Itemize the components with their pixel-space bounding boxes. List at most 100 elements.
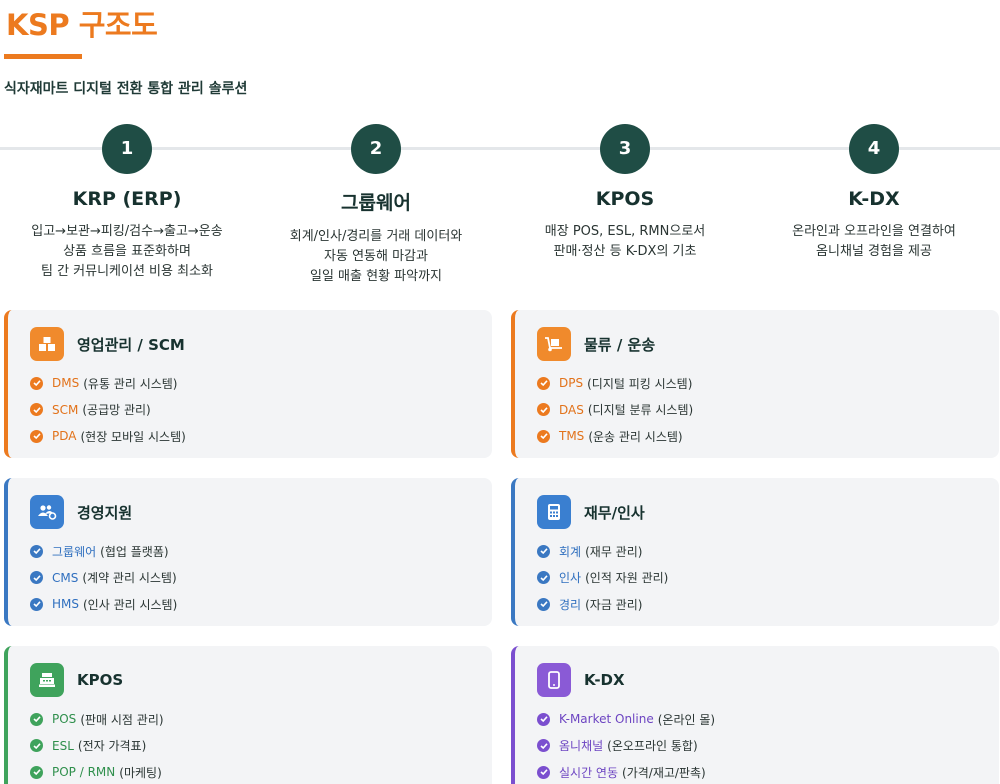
step-1: 1 KRP (ERP) 입고→보관→피킹/검수→출고→운송 상품 흐름을 표준화… xyxy=(2,124,252,282)
cash-register-icon xyxy=(30,663,64,697)
step-3: 3 KPOS 매장 POS, ESL, RMN으로서 판매·정산 등 K-DX의… xyxy=(500,124,750,262)
item-desc: (판매 시점 관리) xyxy=(80,712,164,727)
check-icon xyxy=(537,429,550,443)
card-title: K-DX xyxy=(584,671,625,689)
item-term: DMS xyxy=(52,376,80,391)
card-logistics: 물류 / 운송 DPS(디지털 피킹 시스템) DAS(디지털 분류 시스템) … xyxy=(511,310,999,458)
card-finance-hr: 재무/인사 회계(재무 관리) 인사(인적 자원 관리) 경리(자금 관리) xyxy=(511,478,999,626)
check-icon xyxy=(537,597,550,611)
step-number: 1 xyxy=(102,124,152,174)
step-number: 2 xyxy=(351,124,401,174)
card-title: 재무/인사 xyxy=(584,503,645,522)
step-desc-line: 온라인과 오프라인을 연결하여 xyxy=(792,224,956,239)
step-description: 회계/인사/경리를 거래 데이터와 자동 연동해 마감과 일일 매출 현황 파악… xyxy=(251,227,501,287)
check-icon xyxy=(30,571,43,585)
boxes-icon xyxy=(30,327,64,361)
item-term: HMS xyxy=(52,597,79,612)
step-description: 매장 POS, ESL, RMN으로서 판매·정산 등 K-DX의 기초 xyxy=(500,222,750,262)
item-desc: (인사 관리 시스템) xyxy=(83,597,178,612)
card-title: KPOS xyxy=(77,671,124,689)
check-icon xyxy=(537,571,550,585)
list-item: 실시간 연동(가격/재고/판촉) xyxy=(537,759,999,784)
item-desc: (전자 가격표) xyxy=(77,739,147,754)
item-term: TMS xyxy=(559,429,585,444)
list-item: SCM(공급망 관리) xyxy=(30,397,492,424)
item-desc: (온오프라인 통합) xyxy=(607,739,698,754)
item-term: K-Market Online xyxy=(559,712,654,727)
check-icon xyxy=(537,739,550,753)
step-desc-line: 입고→보관→피킹/검수→출고→운송 xyxy=(31,224,223,239)
item-desc: (마케팅) xyxy=(119,765,162,780)
step-desc-line: 팀 간 커뮤니케이션 비용 최소화 xyxy=(40,264,213,279)
step-desc-line: 상품 흐름을 표준화하며 xyxy=(63,244,191,259)
check-icon xyxy=(30,765,43,779)
step-desc-line: 옴니채널 경험을 제공 xyxy=(816,244,932,259)
check-icon xyxy=(537,765,550,779)
check-icon xyxy=(537,376,550,390)
item-term: SCM xyxy=(52,402,79,417)
item-term: 경리 xyxy=(559,597,582,612)
list-item: PDA(현장 모바일 시스템) xyxy=(30,423,492,450)
list-item: TMS(운송 관리 시스템) xyxy=(537,423,999,450)
item-desc: (협업 플랫폼) xyxy=(100,544,169,559)
check-icon xyxy=(537,712,550,726)
step-desc-line: 매장 POS, ESL, RMN으로서 xyxy=(544,224,706,239)
list-item: 인사(인적 자원 관리) xyxy=(537,565,999,592)
step-desc-line: 자동 연동해 마감과 xyxy=(324,249,428,264)
list-item: 회계(재무 관리) xyxy=(537,538,999,565)
check-icon xyxy=(30,597,43,611)
item-desc: (인적 자원 관리) xyxy=(585,571,669,586)
item-term: POP / RMN xyxy=(52,765,116,780)
item-term: 인사 xyxy=(559,571,582,586)
step-4: 4 K-DX 온라인과 오프라인을 연결하여 옴니채널 경험을 제공 xyxy=(749,124,999,262)
item-term: ESL xyxy=(52,738,74,753)
item-desc: (현장 모바일 시스템) xyxy=(80,429,186,444)
dolly-icon xyxy=(537,327,571,361)
item-desc: (운송 관리 시스템) xyxy=(588,429,683,444)
list-item: 그룹웨어(협업 플랫폼) xyxy=(30,538,492,565)
list-item: POP / RMN(마케팅) xyxy=(30,759,492,784)
step-name: KPOS xyxy=(595,188,655,210)
item-term: 옴니채널 xyxy=(559,739,604,754)
step-name: KRP (ERP) xyxy=(72,188,182,210)
card-title: 물류 / 운송 xyxy=(584,335,656,354)
calculator-icon xyxy=(537,495,571,529)
item-term: 회계 xyxy=(559,544,582,559)
step-desc-line: 일일 매출 현황 파악까지 xyxy=(310,269,442,284)
check-icon xyxy=(537,403,550,417)
card-management-support: 경영지원 그룹웨어(협업 플랫폼) CMS(계약 관리 시스템) HMS(인사 … xyxy=(4,478,492,626)
item-term: CMS xyxy=(52,570,79,585)
check-icon xyxy=(30,429,43,443)
page-subtitle: 식자재마트 디지털 전환 통합 관리 솔루션 xyxy=(4,81,248,97)
list-item: K-Market Online(온라인 몰) xyxy=(537,706,999,733)
list-item: 옴니채널(온오프라인 통합) xyxy=(537,733,999,760)
check-icon xyxy=(30,712,43,726)
item-desc: (계약 관리 시스템) xyxy=(82,571,177,586)
list-item: CMS(계약 관리 시스템) xyxy=(30,565,492,592)
list-item: DAS(디지털 분류 시스템) xyxy=(537,397,999,424)
step-description: 입고→보관→피킹/검수→출고→운송 상품 흐름을 표준화하며 팀 간 커뮤니케이… xyxy=(2,222,252,282)
card-sales-scm: 영업관리 / SCM DMS(유통 관리 시스템) SCM(공급망 관리) PD… xyxy=(4,310,492,458)
list-item: POS(판매 시점 관리) xyxy=(30,706,492,733)
list-item: HMS (인사 관리 시스템) xyxy=(30,591,492,618)
check-icon xyxy=(537,544,550,558)
item-term: DPS xyxy=(559,376,584,391)
step-desc-line: 회계/인사/경리를 거래 데이터와 xyxy=(289,229,463,244)
card-kdx: K-DX K-Market Online(온라인 몰) 옴니채널(온오프라인 통… xyxy=(511,646,999,784)
step-number: 3 xyxy=(600,124,650,174)
item-term: PDA xyxy=(52,429,77,444)
list-item: 경리(자금 관리) xyxy=(537,591,999,618)
step-name: 그룹웨어 xyxy=(341,192,411,214)
step-number: 4 xyxy=(849,124,899,174)
card-kpos: KPOS POS(판매 시점 관리) ESL(전자 가격표) POP / RMN… xyxy=(4,646,492,784)
check-icon xyxy=(30,544,43,558)
check-icon xyxy=(30,403,43,417)
check-icon xyxy=(30,739,43,753)
item-desc: (가격/재고/판촉) xyxy=(622,765,706,780)
page-title: KSP 구조도 xyxy=(6,8,158,42)
item-desc: (디지털 분류 시스템) xyxy=(587,403,694,418)
item-term: 실시간 연동 xyxy=(559,765,619,780)
item-term: POS xyxy=(52,712,77,727)
title-underline xyxy=(4,54,82,59)
item-desc: (디지털 피킹 시스템) xyxy=(587,376,693,391)
